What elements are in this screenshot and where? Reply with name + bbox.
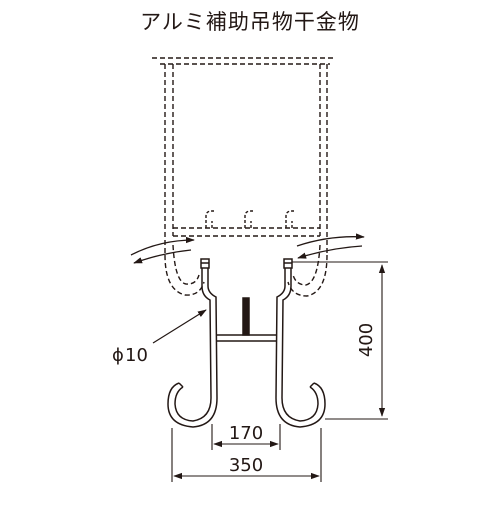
- height-label: 400: [356, 323, 377, 357]
- rotation-arrow-left: [130, 236, 195, 264]
- hanging-item-outline: [152, 57, 336, 297]
- diameter-leader: [152, 309, 207, 344]
- inner-width-label: 170: [229, 423, 263, 444]
- drawing-title: アルミ補助吊物干金物: [140, 10, 360, 34]
- height-dimension: [292, 261, 388, 420]
- outer-width-dimension: [171, 428, 322, 482]
- diameter-label: 10: [125, 345, 148, 366]
- diameter-symbol: ϕ: [112, 345, 124, 366]
- outer-width-label: 350: [229, 455, 263, 476]
- inner-width-dimension: [211, 424, 281, 450]
- bracket-body: [167, 258, 326, 428]
- hanger-clips: [205, 210, 294, 228]
- rotation-arrow-right: [296, 233, 365, 259]
